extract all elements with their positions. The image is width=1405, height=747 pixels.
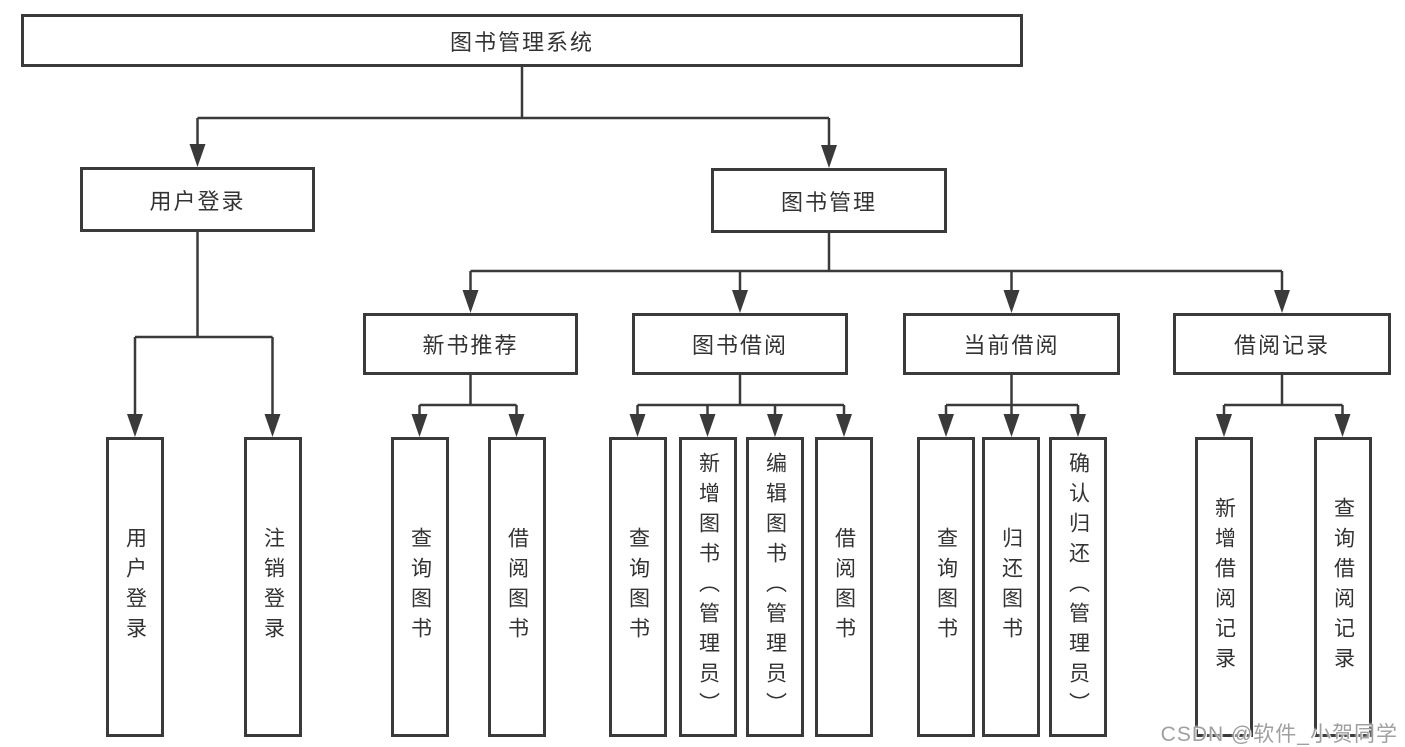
node-current-borrow: 当前借阅 [903, 313, 1120, 375]
leaf-label: 确认归还（管理员） [1066, 452, 1090, 722]
arrowhead-icon [732, 290, 748, 313]
leaf-add-borrow-record: 新增借阅记录 [1195, 437, 1253, 737]
node-label: 用户登录 [149, 188, 246, 214]
leaf-label: 新增图书（管理员） [696, 452, 720, 722]
connector-book-borrow-to-leaves [629, 375, 852, 437]
arrowhead-icon [462, 290, 479, 313]
connector-root-to-level2 [189, 67, 837, 168]
connector-current-borrow-to-leaves [938, 375, 1086, 437]
connector-borrow-record-to-leaves [1216, 375, 1351, 437]
leaf-label: 归还图书 [999, 527, 1023, 647]
connector-new-book-to-leaves [411, 374, 525, 437]
arrowhead-icon [264, 414, 281, 437]
leaf-return-books: 归还图书 [982, 437, 1040, 737]
arrowhead-icon [127, 414, 143, 437]
leaf-logout: 注销登录 [244, 437, 302, 737]
leaf-label: 注销登录 [261, 527, 285, 647]
node-borrow-record: 借阅记录 [1173, 313, 1391, 375]
node-new-book-recommend: 新书推荐 [363, 313, 578, 375]
arrowhead-icon [699, 414, 716, 437]
leaf-confirm-return-admin: 确认归还（管理员） [1049, 437, 1107, 737]
leaf-current-query-books: 查询图书 [917, 437, 975, 737]
node-book-borrow: 图书借阅 [632, 313, 848, 375]
leaf-label: 编辑图书（管理员） [763, 452, 787, 722]
node-user-login-branch: 用户登录 [80, 167, 315, 232]
arrowhead-icon [1216, 414, 1232, 437]
arrowhead-icon [1274, 290, 1290, 313]
node-label: 当前借阅 [963, 333, 1060, 358]
leaf-newbook-query-books: 查询图书 [391, 437, 449, 737]
leaf-label: 借阅图书 [505, 527, 529, 647]
node-label: 新书推荐 [422, 333, 519, 358]
leaf-label: 用户登录 [123, 527, 147, 647]
leaf-edit-book-admin: 编辑图书（管理员） [746, 437, 804, 737]
leaf-query-borrow-record: 查询借阅记录 [1314, 437, 1372, 737]
leaf-label: 新增借阅记录 [1212, 497, 1236, 677]
arrowhead-icon [1334, 414, 1351, 437]
node-label: 借阅记录 [1233, 333, 1330, 358]
arrowhead-icon [1070, 414, 1086, 437]
csdn-watermark: CSDN @软件_小贺同学 [1160, 723, 1398, 746]
arrowhead-icon [836, 414, 852, 437]
node-label: 图书管理系统 [449, 29, 594, 55]
leaf-user-login: 用户登录 [106, 437, 164, 737]
arrowhead-icon [189, 144, 206, 167]
arrowhead-icon [938, 414, 954, 437]
leaf-newbook-borrow-books: 借阅图书 [488, 437, 546, 737]
arrowhead-icon [821, 145, 837, 168]
leaf-add-book-admin: 新增图书（管理员） [679, 437, 737, 737]
connector-book-mgmt-to-level3 [462, 233, 1290, 313]
node-label: 图书管理 [780, 189, 877, 215]
arrowhead-icon [1003, 414, 1020, 437]
leaf-label: 查询图书 [408, 527, 432, 647]
connector-user-login-to-leaves [127, 232, 281, 437]
leaf-label: 查询借阅记录 [1331, 497, 1355, 677]
arrowhead-icon [767, 414, 783, 437]
leaf-label: 查询图书 [626, 527, 650, 647]
arrowhead-icon [629, 414, 646, 437]
leaf-label: 查询图书 [934, 527, 958, 647]
leaf-borrow-query-books: 查询图书 [609, 437, 667, 737]
node-root-system: 图书管理系统 [21, 14, 1023, 67]
leaf-borrow-books: 借阅图书 [815, 437, 873, 737]
arrowhead-icon [508, 414, 525, 437]
node-label: 图书借阅 [691, 333, 788, 358]
node-book-management-branch: 图书管理 [711, 168, 947, 233]
arrowhead-icon [1003, 290, 1020, 313]
arrowhead-icon [411, 414, 428, 437]
leaf-label: 借阅图书 [832, 527, 856, 647]
